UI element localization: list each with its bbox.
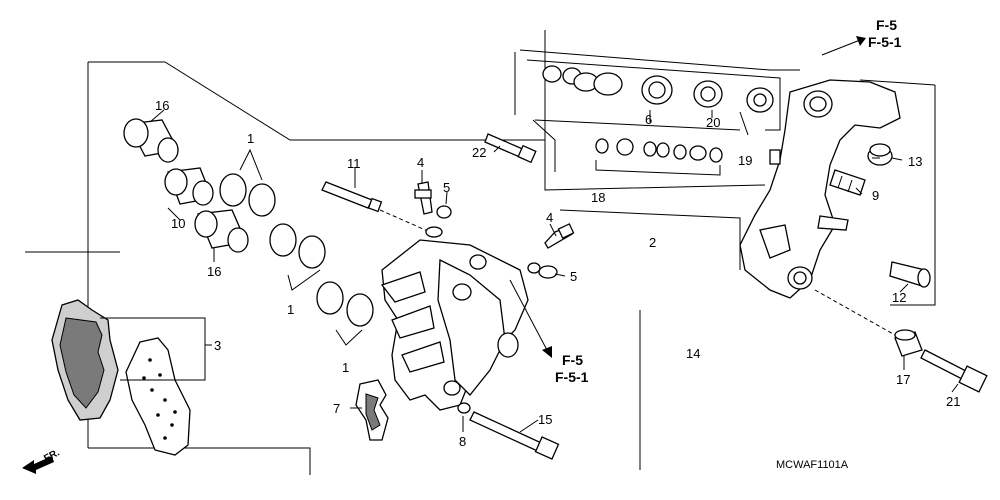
caliper-bracket [739, 79, 901, 299]
ref-top-b: F-5-1 [868, 34, 902, 50]
pad-pin-15 [469, 411, 560, 460]
label-7: 7 [333, 401, 340, 416]
ref-mid-a: F-5 [562, 352, 583, 368]
pad-spring-7 [355, 379, 389, 441]
pin-12 [889, 261, 931, 288]
label-1-middle: 1 [287, 302, 294, 317]
ref-mid-b: F-5-1 [555, 369, 589, 385]
label-5-upper: 5 [443, 180, 450, 195]
label-9: 9 [872, 188, 879, 203]
label-19: 19 [738, 153, 752, 168]
ref-arrow-top [821, 36, 866, 56]
piston-16-upper [123, 118, 179, 163]
label-8: 8 [459, 434, 466, 449]
boot-13 [867, 143, 893, 166]
label-15: 15 [538, 412, 552, 427]
brake-pad-inner [125, 337, 191, 456]
caliper-body [380, 239, 529, 411]
label-12: 12 [892, 290, 906, 305]
label-14: 14 [686, 346, 700, 361]
sleeve-17 [894, 329, 923, 357]
label-17: 17 [896, 372, 910, 387]
front-mark-text: FR. [42, 447, 62, 464]
washer-8 [457, 402, 471, 414]
label-4-upper: 4 [417, 155, 424, 170]
label-20: 20 [706, 115, 720, 130]
label-11: 11 [347, 156, 361, 171]
piston-10 [164, 167, 214, 206]
diagram-code: MCWAF1101A [776, 459, 849, 471]
part-labels: 16 1 10 16 1 1 3 11 4 5 4 5 7 8 15 22 6 … [155, 98, 960, 449]
ref-top-a: F-5 [876, 17, 897, 33]
cap-upper [425, 205, 452, 238]
label-6: 6 [645, 112, 652, 127]
bolt-22 [484, 133, 537, 164]
label-5-lower: 5 [570, 269, 577, 284]
piston-seals [219, 173, 374, 327]
label-3: 3 [214, 338, 221, 353]
label-1-lower: 1 [342, 360, 349, 375]
pin-11 [321, 181, 383, 213]
label-16-upper: 16 [155, 98, 169, 113]
leader-lines [149, 109, 959, 433]
label-18: 18 [591, 190, 605, 205]
brake-pad-outer [51, 299, 119, 421]
label-10: 10 [171, 216, 185, 231]
cap-lower [527, 262, 558, 279]
reference-codes: F-5 F-5-1 F-5 F-5-1 [555, 17, 902, 385]
piston-16-lower [194, 209, 249, 253]
kit-top-row [542, 65, 774, 113]
bleeder-upper [414, 181, 433, 215]
label-1-upper: 1 [247, 131, 254, 146]
bleeder-lower [544, 223, 575, 249]
kit-small-parts [595, 138, 723, 163]
label-4-lower: 4 [546, 210, 553, 225]
label-22: 22 [472, 145, 486, 160]
label-21: 21 [946, 394, 960, 409]
label-2: 2 [649, 235, 656, 250]
ref-arrow-mid [509, 279, 552, 358]
front-arrow-icon: FR. [22, 447, 62, 474]
label-16-lower: 16 [207, 264, 221, 279]
bolt-21 [920, 349, 988, 393]
label-13: 13 [908, 154, 922, 169]
